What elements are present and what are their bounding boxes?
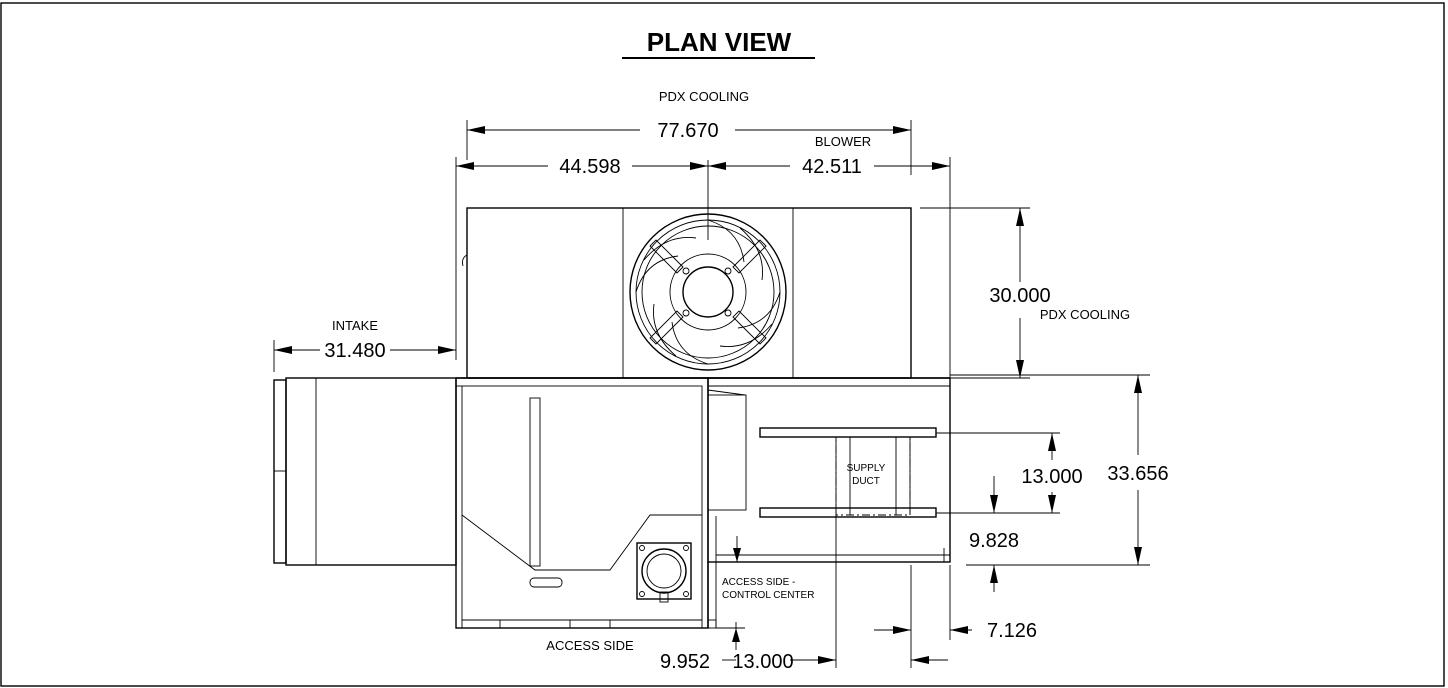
dim-bottom-duct-text: 13.000	[732, 651, 793, 673]
dim-cooling-depth: 30.000	[920, 207, 1051, 379]
dim-access-offset: 9.952	[660, 622, 745, 673]
pdx-cooling-top-label: PDX COOLING	[659, 89, 749, 104]
dim-right-width: 42.511	[707, 156, 951, 378]
dim-bottom-duct: 13.000	[722, 515, 948, 673]
dim-right-width-text: 42.511	[802, 156, 862, 178]
blower-label: BLOWER	[815, 134, 871, 149]
blower-fan-icon	[629, 213, 787, 371]
pdx-cooling-right-label: PDX COOLING	[1040, 307, 1130, 322]
dim-right-offset: 7.126	[874, 565, 1037, 668]
left-unit-section	[455, 377, 747, 629]
pdx-cooling-unit	[456, 207, 950, 379]
access-side-control-label-line2: CONTROL CENTER	[722, 590, 814, 601]
dim-cooling-depth-text: 30.000	[989, 285, 1050, 307]
supply-duct: SUPPLY DUCT	[759, 427, 937, 518]
dim-access-offset-text: 9.952	[660, 651, 710, 673]
access-side-label: ACCESS SIDE	[546, 638, 634, 653]
supply-duct-label-line1: SUPPLY	[847, 463, 886, 474]
dim-duct-offset-text: 9.828	[969, 530, 1019, 552]
dim-unit-depth: 33.656	[950, 374, 1169, 566]
intake-housing	[273, 377, 457, 566]
dim-overall-width: 77.670	[466, 120, 912, 175]
access-side-control-label-line1: ACCESS SIDE -	[722, 577, 795, 588]
dim-left-width-text: 44.598	[559, 156, 620, 178]
supply-duct-label-line2: DUCT	[852, 476, 880, 487]
dim-right-offset-text: 7.126	[987, 620, 1037, 642]
dim-duct-offset: 9.828	[969, 476, 1019, 592]
drawing-title: PLAN VIEW	[647, 27, 792, 57]
access-side-control-marker: ACCESS SIDE - CONTROL CENTER	[722, 536, 814, 601]
dim-left-width: 44.598	[455, 156, 708, 360]
compressor-icon	[636, 542, 692, 603]
dim-overall-width-text: 77.670	[657, 120, 718, 142]
dim-duct-width-text: 13.000	[1021, 466, 1082, 488]
dim-unit-depth-text: 33.656	[1107, 463, 1168, 485]
dim-intake-length: 31.480	[273, 340, 456, 372]
right-unit-section	[707, 377, 951, 629]
dim-duct-width: 13.000	[936, 432, 1083, 514]
intake-label: INTAKE	[332, 318, 378, 333]
dim-intake-length-text: 31.480	[324, 340, 385, 362]
